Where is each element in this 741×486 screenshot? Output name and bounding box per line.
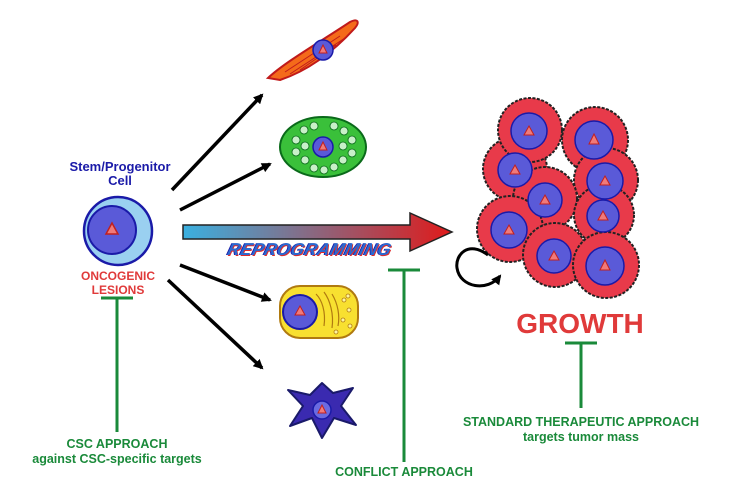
conflict-approach-label: CONFLICT APPROACH bbox=[335, 465, 473, 479]
growth-label: GROWTH bbox=[516, 308, 644, 339]
reprogramming-arrow bbox=[182, 211, 454, 253]
csc-approach-line-2: against CSC-specific targets bbox=[32, 452, 202, 466]
tumor-mass bbox=[476, 97, 640, 299]
oncogenic-lesions-line-1: ONCOGENIC bbox=[80, 269, 155, 283]
inhibition-lines bbox=[101, 268, 597, 462]
reprogramming-label: REPROGRAMMING bbox=[225, 240, 394, 259]
stem-cell-label: Stem/Progenitor Cell bbox=[50, 160, 190, 188]
granular-cell bbox=[279, 116, 367, 178]
stem-cell-label-line-2: Cell bbox=[108, 173, 132, 188]
standard-approach-line-2: targets tumor mass bbox=[522, 430, 639, 444]
dendritic-cell bbox=[287, 382, 357, 439]
differentiation-arrows bbox=[166, 93, 272, 370]
standard-approach-label: STANDARD THERAPEUTIC APPROACH targets tu… bbox=[431, 415, 731, 445]
oncogenic-lesions-label: ONCOGENIC LESIONS bbox=[55, 269, 181, 297]
stem-cell-label-line-1: Stem/Progenitor bbox=[69, 159, 171, 174]
self-renewal-arrow bbox=[455, 247, 502, 288]
spindle-cell bbox=[265, 19, 359, 82]
csc-approach-label: CSC APPROACH against CSC-specific target… bbox=[10, 437, 224, 467]
csc-approach-line-1: CSC APPROACH bbox=[66, 437, 168, 451]
standard-approach-line-1: STANDARD THERAPEUTIC APPROACH bbox=[462, 415, 700, 429]
stem-cell bbox=[82, 195, 154, 267]
oncogenic-lesions-line-2: LESIONS bbox=[91, 283, 145, 297]
yellow-cell bbox=[279, 285, 359, 339]
